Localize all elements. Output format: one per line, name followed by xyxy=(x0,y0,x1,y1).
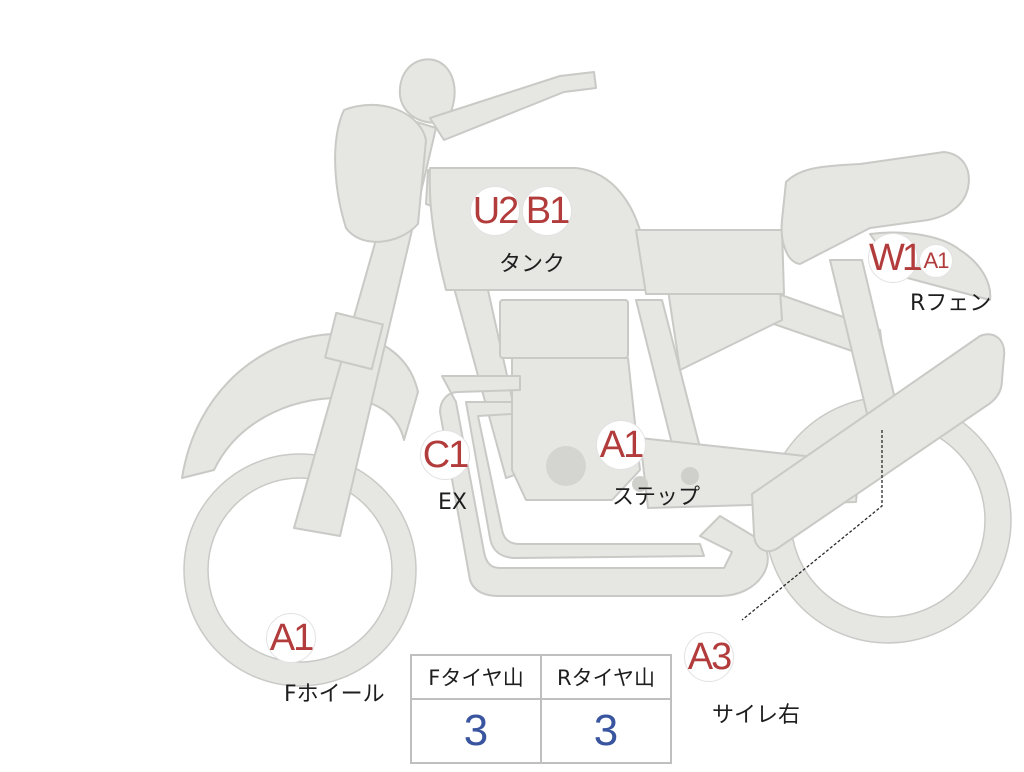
tire-tread-table: Fタイヤ山 Rタイヤ山 3 3 xyxy=(410,654,672,764)
seat xyxy=(635,229,785,295)
part-label-tank: タンク xyxy=(499,252,566,277)
part-label-ex: EX xyxy=(438,490,467,515)
mirror xyxy=(398,58,456,124)
footpeg-rear xyxy=(681,467,699,485)
side-cover xyxy=(667,289,783,371)
damage-code-tank-b1: B1 xyxy=(522,186,572,236)
tire-table-header-row: Fタイヤ山 Rタイヤ山 xyxy=(410,654,672,700)
headlight xyxy=(334,103,427,243)
damage-code-tank-u2: U2 xyxy=(470,186,520,236)
damage-code-step-a1: A1 xyxy=(596,420,646,470)
exhaust-pipe-outer xyxy=(439,375,769,597)
damage-code-fwheel-a1: A1 xyxy=(266,613,316,663)
sidecover-leader-line xyxy=(741,430,883,621)
damage-code-sidecover-a3: A3 xyxy=(684,632,734,682)
rear-tire-value: 3 xyxy=(540,698,672,764)
footpeg-front xyxy=(632,476,648,492)
rear-tire-header: Rタイヤ山 xyxy=(540,654,672,700)
engine-cover xyxy=(546,446,586,486)
muffler xyxy=(751,333,1006,553)
damage-code-rfender-a1: A1 xyxy=(919,244,953,278)
damage-code-ex-c1: C1 xyxy=(420,430,470,480)
front-wheel xyxy=(183,453,417,687)
engine-top xyxy=(499,299,629,359)
exhaust-pipe-inner xyxy=(465,401,705,559)
front-tire-value: 3 xyxy=(410,698,542,764)
rear-cowl xyxy=(780,151,970,265)
part-label-rfender: Rフェン xyxy=(910,291,992,316)
fork-tube xyxy=(324,311,384,371)
handlebar xyxy=(429,71,597,141)
front-tire-header: Fタイヤ山 xyxy=(410,654,542,700)
part-label-fwheel: Fホイール xyxy=(284,682,385,707)
tire-table-value-row: 3 3 xyxy=(410,698,672,764)
part-label-step: ステップ xyxy=(612,485,701,510)
damage-code-rfender-w1: W1 xyxy=(868,233,923,283)
part-label-sidecover: サイレ右 xyxy=(712,703,801,728)
